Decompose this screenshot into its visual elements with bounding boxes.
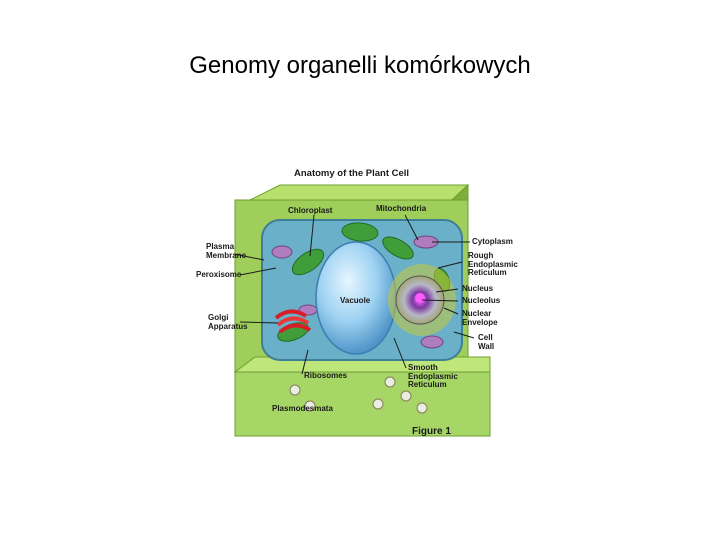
label-cell-wall: Cell Wall — [478, 333, 495, 351]
label-peroxisome: Peroxisome — [196, 270, 242, 279]
label-plasmodesmata: Plasmodesmata — [272, 404, 333, 413]
plant-cell-illustration — [233, 183, 491, 437]
plasmodesmata-shapes — [289, 376, 428, 414]
label-mitochondria: Mitochondria — [376, 204, 427, 213]
label-nuclear-envelope: Nuclear Envelope — [462, 309, 498, 327]
label-chloroplast: Chloroplast — [288, 206, 333, 215]
label-nucleus: Nucleus — [462, 284, 494, 293]
plant-cell-figure: Anatomy of the Plant Cell Chloroplast Mi… — [190, 160, 550, 450]
label-golgi-apparatus: Golgi Apparatus — [208, 313, 248, 331]
label-vacuole: Vacuole — [340, 296, 371, 305]
label-leader-lines — [233, 214, 475, 375]
golgi-shape — [274, 309, 312, 334]
figure-heading: Anatomy of the Plant Cell — [294, 168, 410, 179]
label-rough-er: Rough Endoplasmic Reticulum — [468, 251, 518, 277]
label-cytoplasm: Cytoplasm — [472, 237, 513, 246]
figure-caption: Figure 1 — [412, 426, 451, 437]
label-ribosomes: Ribosomes — [304, 371, 348, 380]
label-plasma-membrane: Plasma Membrane — [206, 242, 247, 260]
label-nucleolus: Nucleolus — [462, 296, 501, 305]
slide-title: Genomy organelli komórkowych — [189, 52, 531, 79]
label-smooth-er: Smooth Endoplasmic Reticulum — [408, 363, 458, 389]
